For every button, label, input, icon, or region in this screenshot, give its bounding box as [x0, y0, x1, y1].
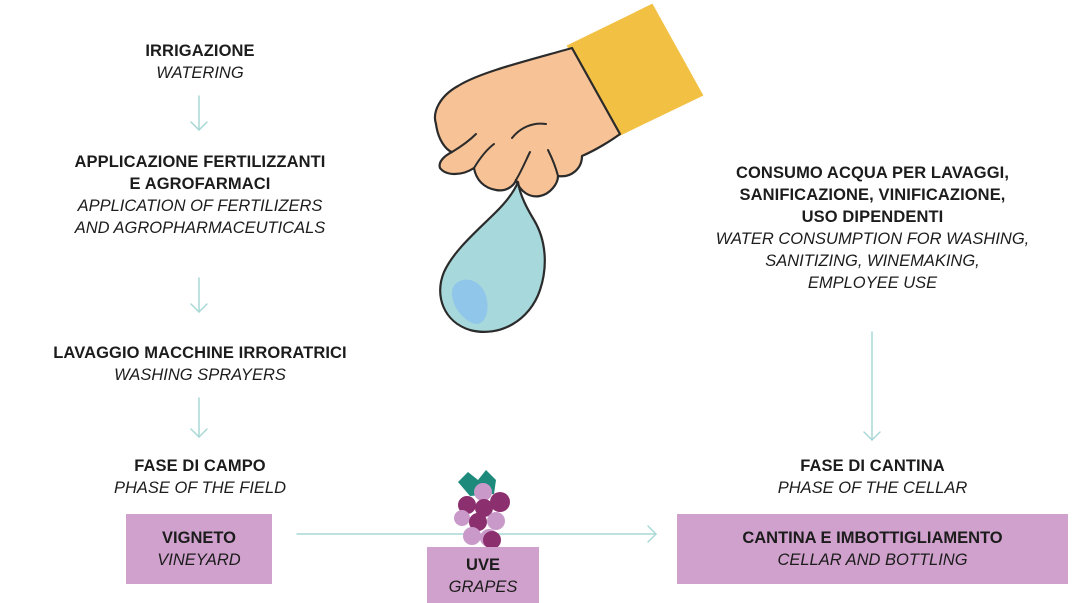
step-water-consumption: CONSUMO ACQUA PER LAVAGGI, SANIFICAZIONE…: [680, 162, 1065, 294]
cellar-bottling-box: CANTINA E IMBOTTIGLIAMENTO CELLAR AND BO…: [677, 514, 1068, 584]
step-title: FASE DI CAMPO: [134, 457, 266, 475]
hand-icon: [433, 3, 704, 198]
step-subtitle-line: WATER CONSUMPTION FOR WASHING,: [715, 230, 1030, 248]
grape-berry: [490, 492, 510, 512]
vineyard-box: VIGNETO VINEYARD: [126, 514, 272, 584]
step-subtitle: WASHING SPRAYERS: [114, 366, 286, 384]
step-title-line: APPLICAZIONE FERTILIZZANTI: [74, 153, 326, 171]
step-subtitle-line: EMPLOYEE USE: [807, 274, 938, 292]
step-subtitle: PHASE OF THE FIELD: [113, 479, 287, 497]
grape-berry: [463, 527, 481, 545]
arrow-sprayers-to-field: [190, 397, 208, 438]
box-subtitle: VINEYARD: [157, 551, 241, 569]
box-title: CANTINA E IMBOTTIGLIAMENTO: [742, 529, 1003, 547]
grape-berry: [469, 513, 487, 531]
arrow-water-consumption-to-cellar: [863, 331, 881, 441]
step-title-line: CONSUMO ACQUA PER LAVAGGI,: [735, 164, 1010, 182]
grapes-box: UVE GRAPES: [427, 547, 539, 603]
grape-berry: [474, 483, 492, 501]
step-subtitle-line: APPLICATION OF FERTILIZERS: [77, 197, 323, 215]
phase-of-the-cellar: FASE DI CANTINA PHASE OF THE CELLAR: [720, 455, 1025, 499]
grape-berry: [475, 499, 493, 517]
step-title: LAVAGGIO MACCHINE IRRORATRICI: [53, 344, 347, 362]
phase-of-the-field: FASE DI CAMPO PHASE OF THE FIELD: [60, 455, 340, 499]
step-subtitle-line: SANITIZING, WINEMAKING,: [765, 252, 980, 270]
step-title: FASE DI CANTINA: [800, 457, 945, 475]
water-drop-icon: [439, 180, 546, 333]
box-title: UVE: [466, 556, 500, 574]
box-subtitle: GRAPES: [448, 578, 518, 596]
step-watering: IRRIGAZIONE WATERING: [60, 40, 340, 84]
step-fertilizers: APPLICAZIONE FERTILIZZANTI E AGROFARMACI…: [30, 151, 370, 239]
step-subtitle-line: AND AGROPHARMACEUTICALS: [74, 219, 326, 237]
step-subtitle: WATERING: [156, 64, 244, 82]
grape-berry: [487, 512, 505, 530]
step-title-line: USO DIPENDENTI: [801, 208, 944, 226]
box-subtitle: CELLAR AND BOTTLING: [777, 551, 968, 569]
step-title-line: E AGROFARMACI: [129, 175, 271, 193]
arrow-fertilizers-to-sprayers: [190, 277, 208, 313]
arrow-watering-to-fertilizers: [190, 95, 208, 131]
grape-berry: [458, 496, 476, 514]
step-subtitle: PHASE OF THE CELLAR: [777, 479, 968, 497]
grape-berry: [483, 531, 501, 549]
step-title: IRRIGAZIONE: [145, 42, 255, 60]
box-title: VIGNETO: [162, 529, 236, 547]
grapes-icon: [454, 470, 510, 549]
step-title-line: SANIFICAZIONE, VINIFICAZIONE,: [739, 186, 1006, 204]
grape-berry: [454, 510, 470, 526]
step-washing-sprayers: LAVAGGIO MACCHINE IRRORATRICI WASHING SP…: [10, 342, 390, 386]
